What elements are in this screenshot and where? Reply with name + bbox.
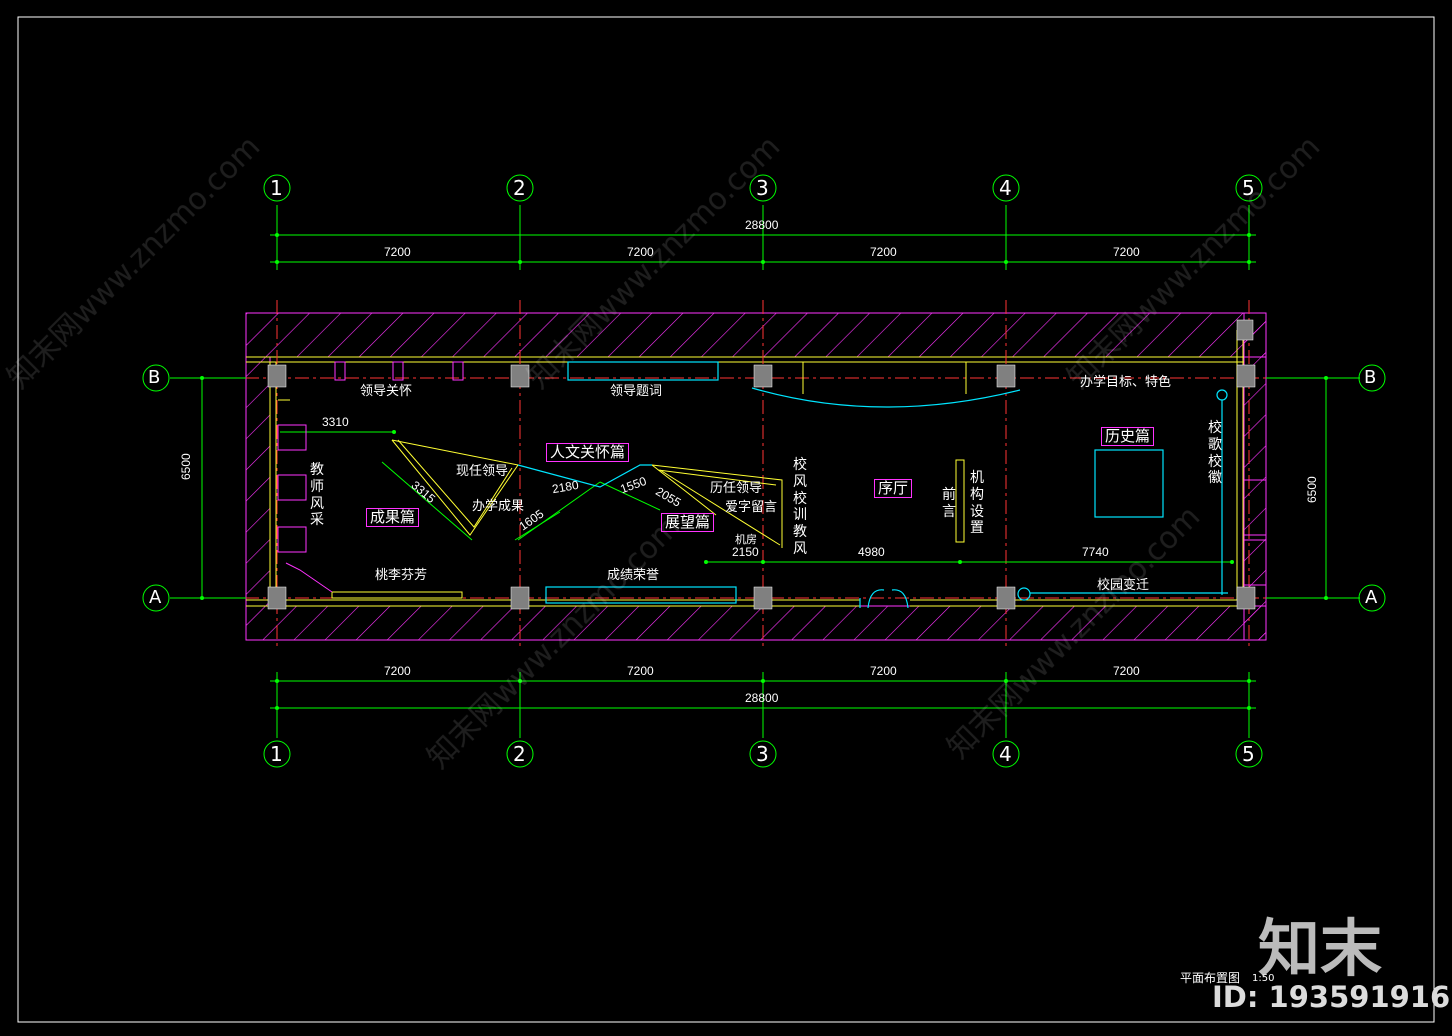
brand-logo: 知末 (1258, 912, 1383, 985)
hatched-walls (245, 312, 1267, 641)
dim-depth-left: 6500 (179, 453, 193, 480)
dim-bay-top-3: 7200 (870, 245, 897, 259)
label-banxue-mubiao: 办学目标、特色 (1080, 375, 1172, 390)
watermark-text: 知末网www.znzmo.com (421, 509, 687, 775)
label-taoli-fenfang: 桃李芬芳 (375, 568, 428, 583)
dim-bay-top-4: 7200 (1113, 245, 1140, 259)
grid-label-row-a-right: A (1365, 587, 1378, 608)
grid-label-col-4-bottom: 4 (999, 742, 1012, 766)
watermark-text: 知末网www.znzmo.com (1, 129, 267, 395)
label-jiaoshi-fengcai: 教师风采 (310, 462, 324, 529)
drawing-scale: 1:50 (1252, 973, 1275, 984)
watermark-id: ID: 193591916 (1212, 980, 1451, 1014)
label-lingdao-tici: 领导题词 (610, 384, 663, 399)
label-qianyan: 前言 (942, 487, 956, 520)
label-chengji-rongyu: 成绩荣誉 (607, 568, 660, 583)
label-chengguo: 成果篇 (366, 508, 420, 527)
label-jifang: 机房 (735, 533, 757, 546)
grid-label-col-2-bottom: 2 (513, 742, 526, 766)
label-lingdao-guanhuai: 领导关怀 (360, 384, 413, 399)
wall-panels (277, 361, 1267, 593)
dim-bay-bottom-3: 7200 (870, 664, 897, 678)
label-haozi-liuyan: 爱字留言 (725, 500, 778, 515)
label-zhanwang: 展望篇 (661, 513, 715, 532)
dim-bay-bottom-2: 7200 (627, 664, 654, 678)
grid-label-col-1-top: 1 (270, 176, 283, 200)
grid-label-row-b-right: B (1364, 367, 1377, 388)
dim-bay-top-2: 7200 (627, 245, 654, 259)
dim-depth-right: 6500 (1305, 476, 1319, 503)
grid-label-col-5-top: 5 (1242, 176, 1255, 200)
watermarks: 知末网www.znzmo.com 知末网www.znzmo.com 知末网www… (1, 129, 1327, 775)
drawing-frame (17, 16, 1435, 1023)
label-xiaofeng-xiaoxun: 校风校训教风 (793, 457, 807, 557)
dim-3310: 3310 (322, 415, 349, 429)
label-xiaoge-xiaohui: 校歌校徽 (1208, 420, 1222, 487)
label-xiaoyuan-bianqian: 校园变迁 (1097, 578, 1150, 593)
label-lren-lingdao: 历任领导 (710, 481, 763, 496)
dim-total-top: 28800 (745, 218, 779, 232)
screens (517, 361, 1228, 609)
grid-label-col-3-bottom: 3 (756, 742, 769, 766)
dimension-ticks (200, 233, 1328, 710)
grid-label-col-1-bottom: 1 (270, 742, 283, 766)
grid-label-col-2-top: 2 (513, 176, 526, 200)
grid-label-col-4-top: 4 (999, 176, 1012, 200)
grid-label-row-a-left: A (149, 587, 162, 608)
dim-2150: 2150 (732, 545, 759, 559)
grid-label-col-3-top: 3 (756, 176, 769, 200)
grid-bubbles (142, 174, 1386, 768)
dim-bay-bottom-1: 7200 (384, 664, 411, 678)
label-xuting: 序厅 (874, 479, 913, 498)
dim-total-bottom: 28800 (745, 691, 779, 705)
dim-bay-top-1: 7200 (384, 245, 411, 259)
label-xianren-lingdao: 现任领导 (456, 464, 509, 479)
dim-7740: 7740 (1082, 545, 1109, 559)
dim-4980: 4980 (858, 545, 885, 559)
label-lishi: 历史篇 (1101, 427, 1155, 446)
grid-label-row-b-left: B (148, 367, 161, 388)
drawing-title: 平面布置图 (1180, 971, 1241, 985)
grid-label-col-5-bottom: 5 (1242, 742, 1255, 766)
structural-columns (267, 319, 1256, 610)
dim-bay-bottom-4: 7200 (1113, 664, 1140, 678)
label-renwen-guanhuai: 人文关怀篇 (546, 443, 630, 462)
label-jigou-shezhi: 机构设置 (970, 470, 984, 537)
display-fixtures (278, 362, 967, 599)
label-banxue-chengguo: 办学成果 (472, 499, 525, 514)
